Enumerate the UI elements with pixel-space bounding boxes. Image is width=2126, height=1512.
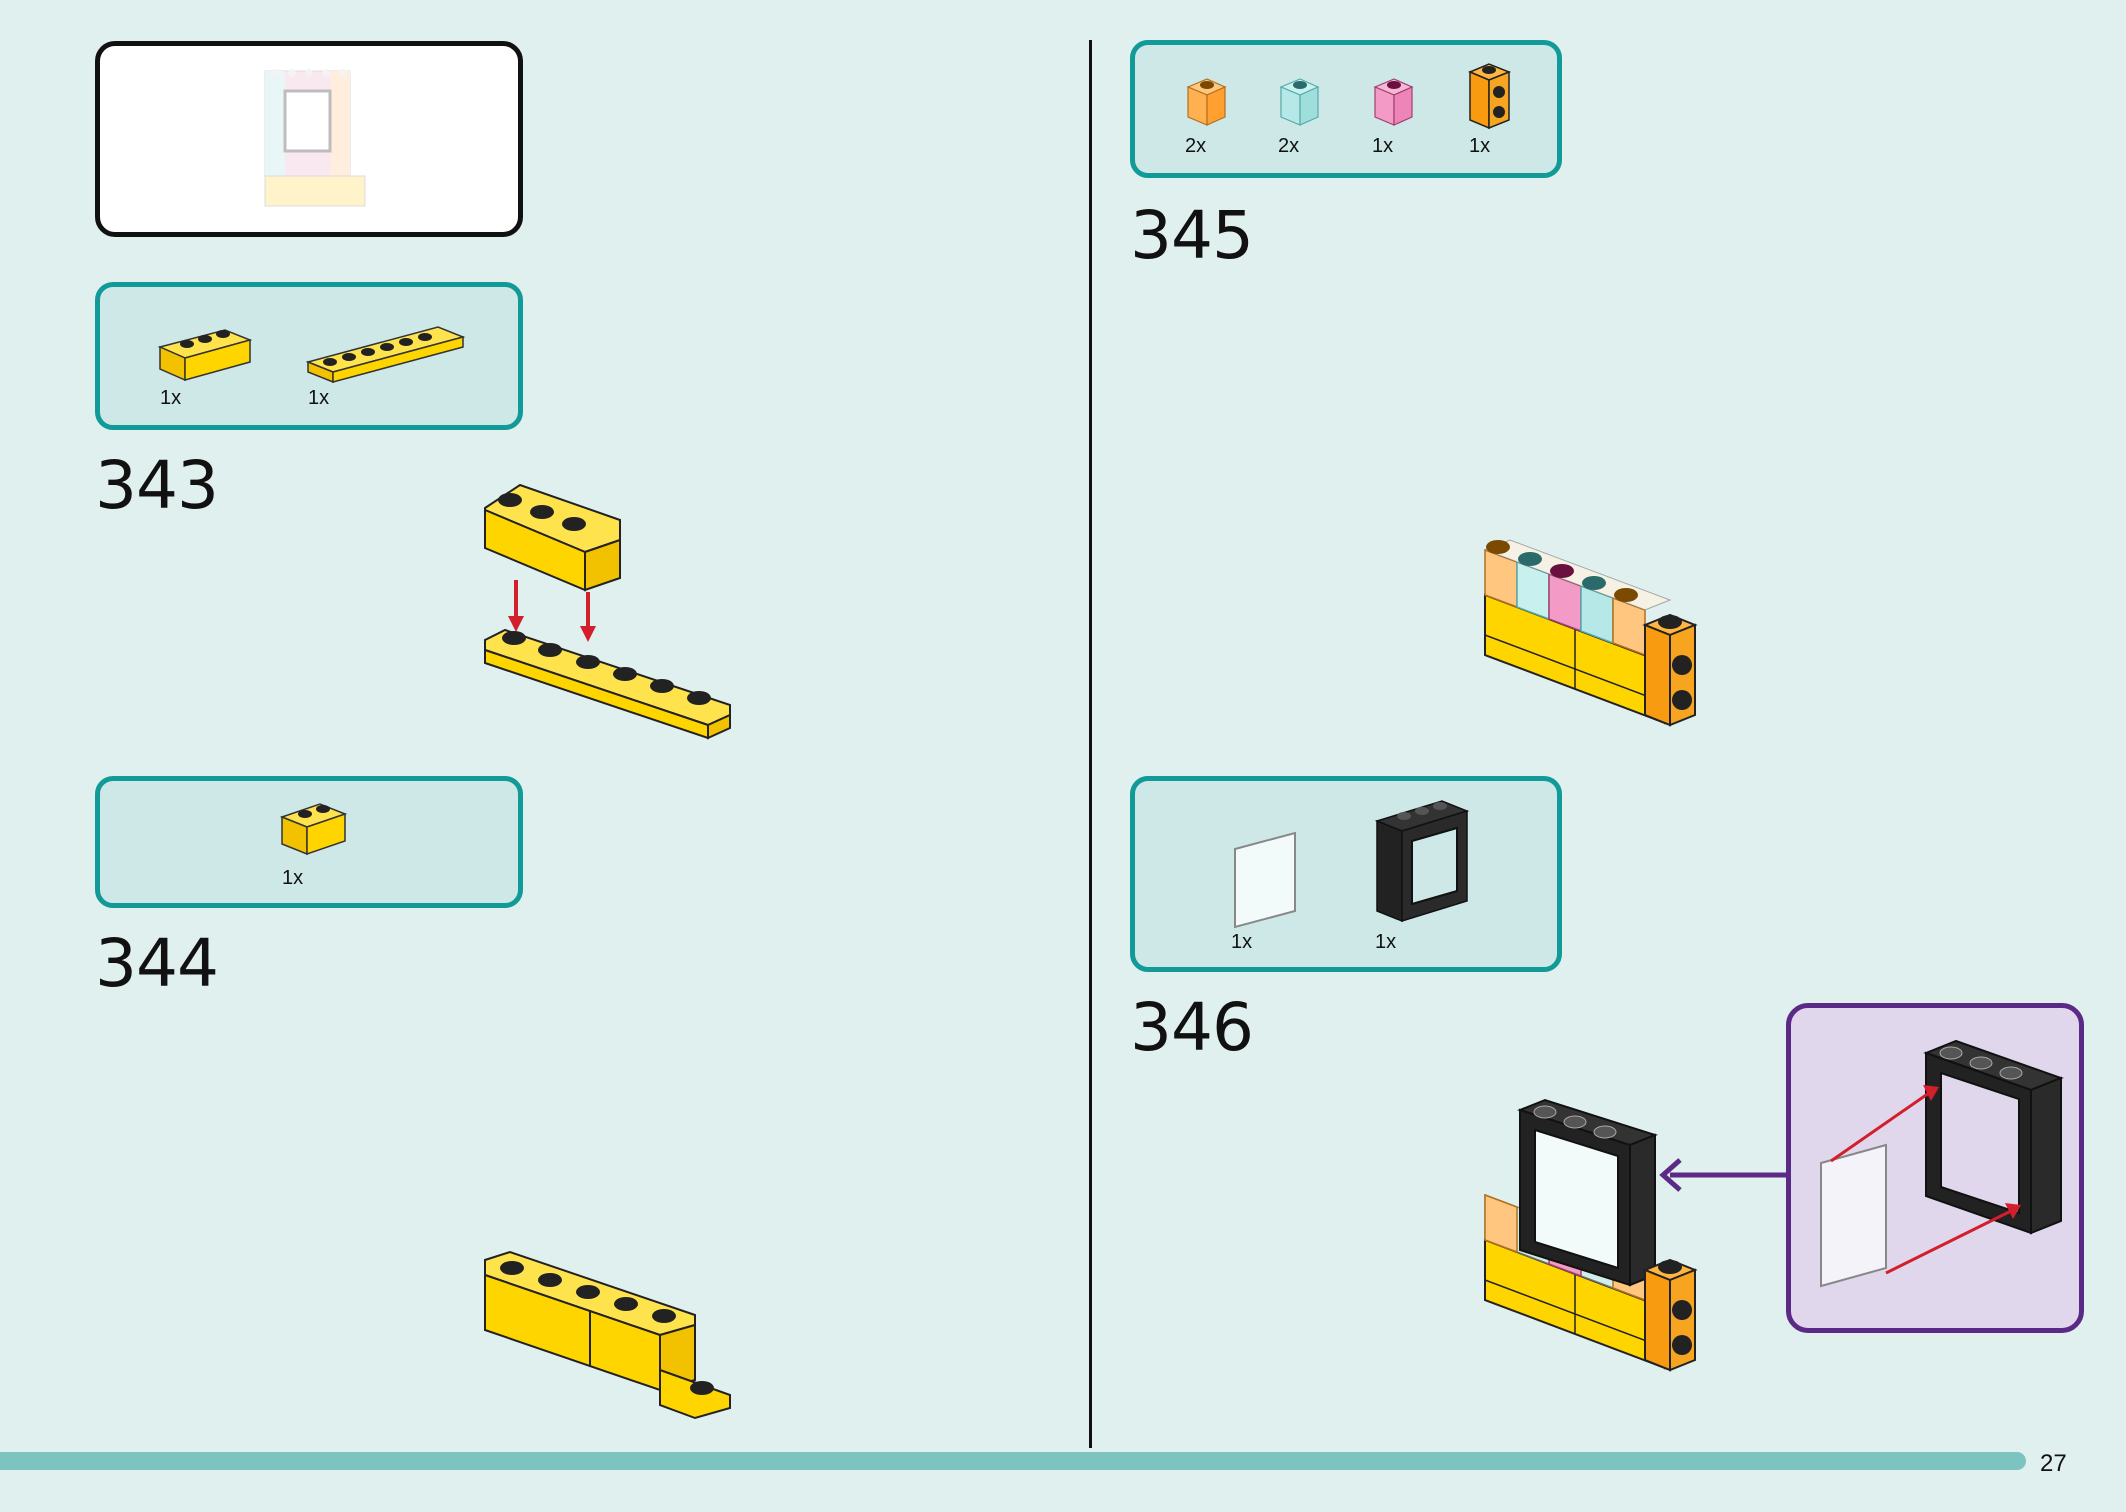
page-number: 27 xyxy=(2040,1450,2067,1477)
window-pane-insertion-illustration xyxy=(1820,1039,2064,1288)
step-number: 344 xyxy=(95,925,219,1002)
part-qty: 1x xyxy=(1375,931,1397,953)
sub-model-preview-icon xyxy=(264,69,366,207)
part-qty: 1x xyxy=(282,867,304,889)
part-qty: 1x xyxy=(1469,135,1491,157)
parts-box-step-344: 1x xyxy=(95,776,523,908)
yellow-plate-1x6-icon xyxy=(305,326,466,384)
sub-model-preview-box xyxy=(95,41,523,237)
trans-orange-brick-1x1-icon xyxy=(1186,78,1227,126)
part-qty: 1x xyxy=(308,387,330,409)
parts-box-step-346: 1x 1x xyxy=(1130,776,1562,972)
step-344-assembly-illustration xyxy=(484,1250,731,1420)
part-qty: 2x xyxy=(1278,135,1300,157)
parts-box-step-345: 2x 2x 1x 1x xyxy=(1130,40,1562,178)
part-qty: 1x xyxy=(1372,135,1394,157)
part-qty: 2x xyxy=(1185,135,1207,157)
parts-box-step-343: 1x 1x xyxy=(95,282,523,430)
step-number: 343 xyxy=(95,447,219,524)
yellow-brick-1x2-icon xyxy=(279,803,348,856)
trans-clear-glass-pane-icon xyxy=(1234,831,1296,929)
black-window-frame-1x2x2-icon xyxy=(1374,800,1470,923)
sub-assembly-callout xyxy=(1786,1003,2084,1333)
step-343-assembly-illustration xyxy=(484,483,731,740)
yellow-brick-1x3-icon xyxy=(157,329,253,382)
step-345-assembly-illustration xyxy=(1483,539,1698,727)
part-qty: 1x xyxy=(1231,931,1253,953)
callout-arrow-icon xyxy=(1659,1158,1788,1192)
trans-pink-brick-1x1-icon xyxy=(1373,78,1414,126)
trans-light-blue-brick-1x1-icon xyxy=(1279,78,1320,126)
step-346-assembly-illustration xyxy=(1484,1098,1698,1372)
part-qty: 1x xyxy=(160,387,182,409)
orange-brick-1x1-side-studs-icon xyxy=(1468,63,1512,130)
step-number: 346 xyxy=(1130,989,1254,1066)
page-divider xyxy=(1089,40,1092,1448)
step-number: 345 xyxy=(1130,197,1254,274)
footer-bar xyxy=(0,1452,2026,1470)
